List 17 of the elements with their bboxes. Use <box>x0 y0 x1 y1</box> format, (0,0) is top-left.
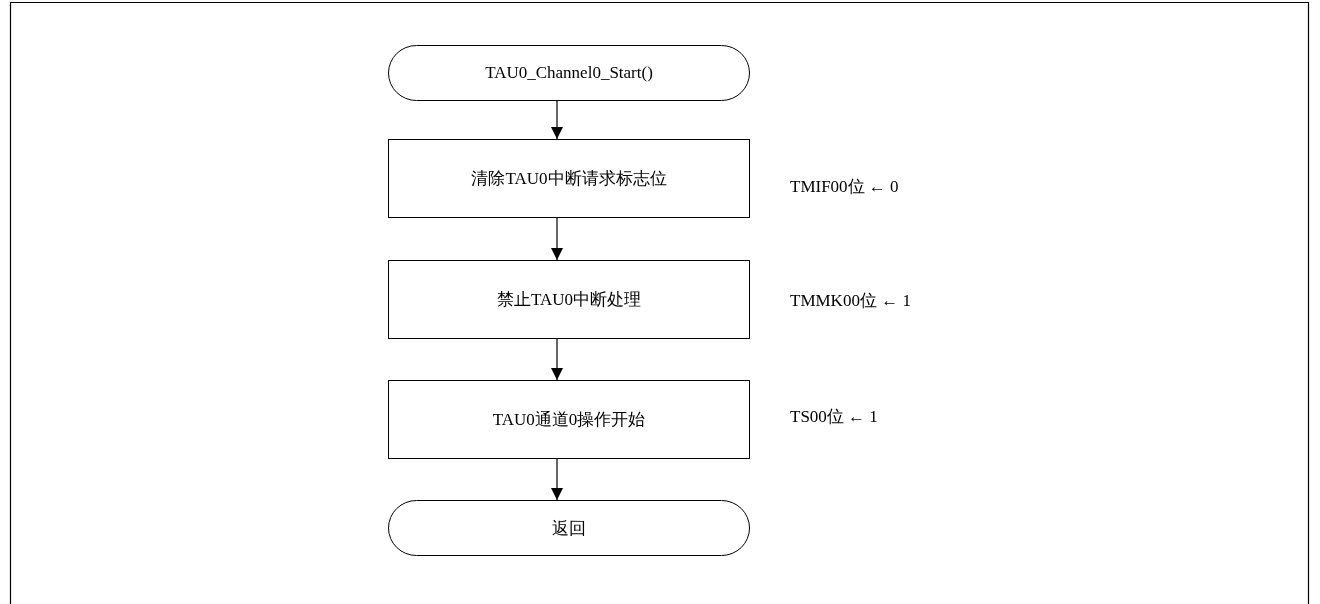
node-label: 返回 <box>552 517 586 540</box>
node-label: TAU0通道0操作开始 <box>492 409 646 431</box>
node-label: 禁止TAU0中断处理 <box>496 289 642 311</box>
process-box <box>388 260 750 339</box>
process-box <box>388 380 750 459</box>
register-note: TMMK00位 ← 1 <box>790 290 911 312</box>
arrow <box>551 458 563 501</box>
process-box <box>388 139 750 218</box>
node-label: TAU0_Channel0_Start() <box>485 63 653 83</box>
node-label: 清除TAU0中断请求标志位 <box>471 168 667 190</box>
register-note: TMIF00位 ← 0 <box>790 176 899 198</box>
arrow <box>551 338 563 381</box>
arrow <box>551 217 563 261</box>
register-note: TS00位 ← 1 <box>790 406 878 428</box>
arrow <box>551 100 563 140</box>
terminal-shape <box>388 45 750 101</box>
terminal-shape <box>388 500 750 556</box>
